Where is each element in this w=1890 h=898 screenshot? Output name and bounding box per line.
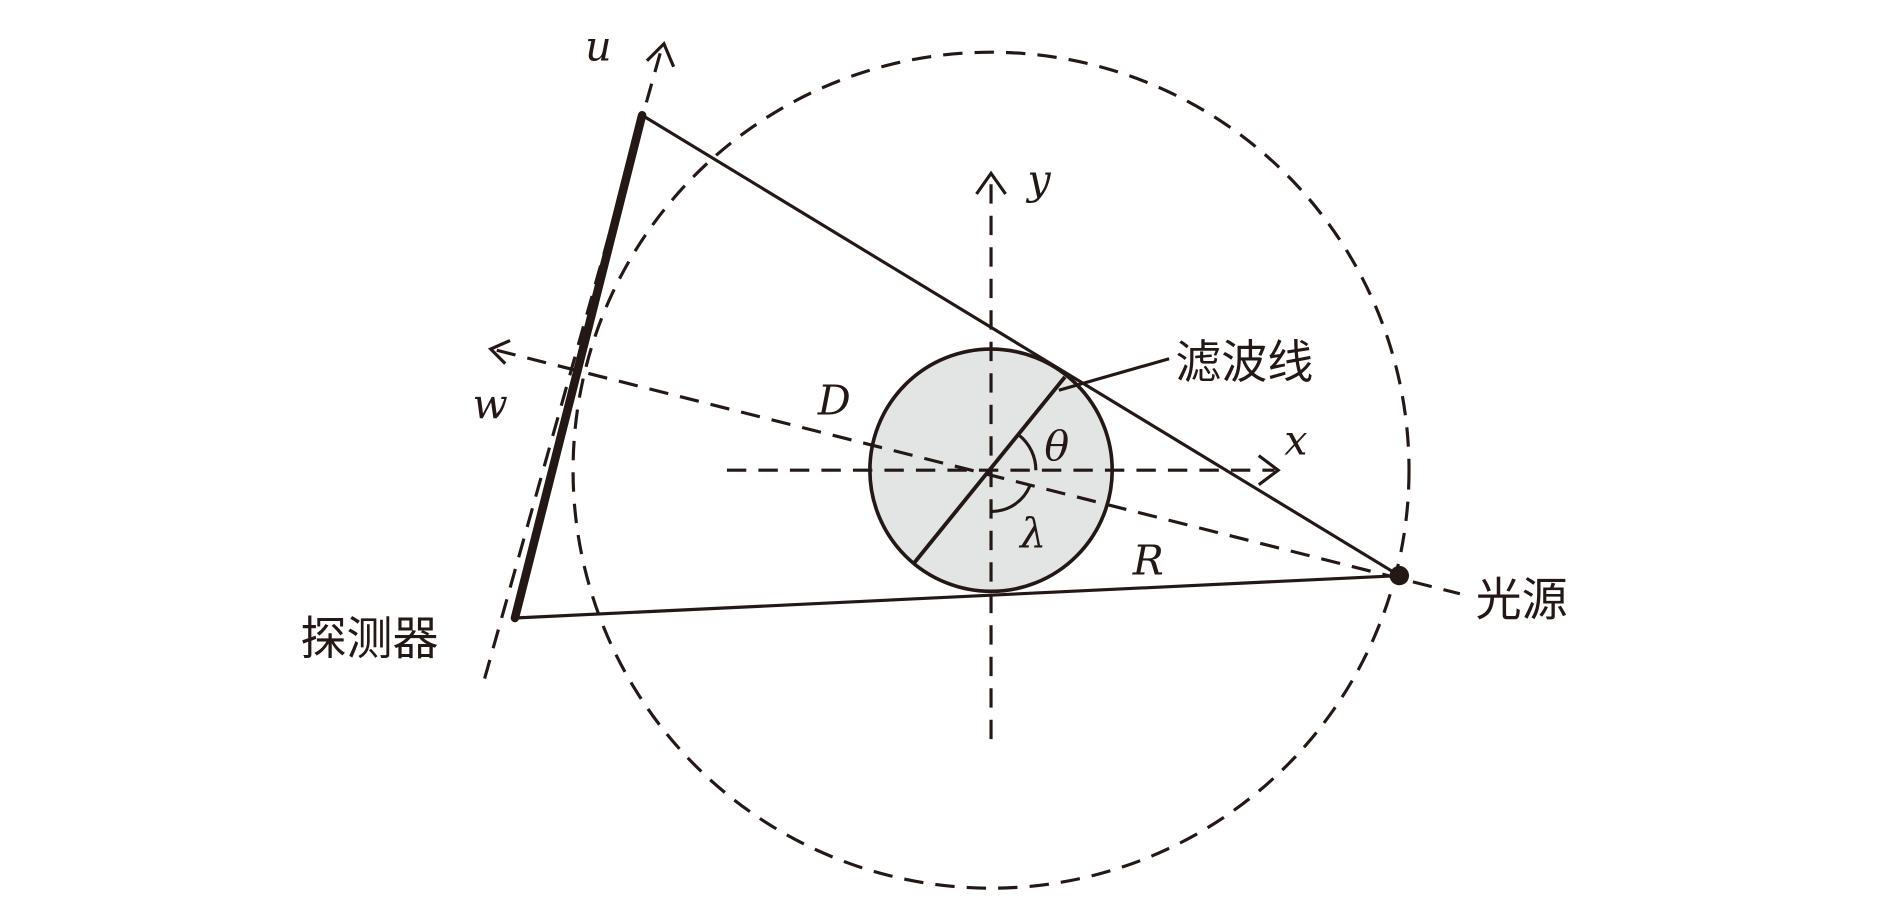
u-label: u	[585, 23, 612, 71]
ray-top	[641, 113, 1401, 577]
r-label: R	[1132, 536, 1164, 584]
x-label: x	[1284, 416, 1307, 464]
lambda-label: λ	[1018, 510, 1046, 558]
w-label: w	[473, 380, 508, 428]
d-label: D	[817, 376, 851, 424]
scan-circle	[571, 50, 1411, 890]
filter-line-label: 滤波线	[1175, 335, 1313, 389]
y-axis-arrow	[975, 170, 1007, 195]
light-source-label: 光源	[1476, 573, 1568, 627]
filter-leader	[1058, 357, 1170, 392]
detector-label: 探测器	[300, 611, 438, 665]
w-axis-arrow	[487, 339, 511, 365]
light-source-dot	[1389, 565, 1410, 586]
theta-label: θ	[1044, 423, 1069, 471]
theta-arc	[1017, 433, 1038, 471]
ray-bottom	[514, 574, 1400, 620]
w-axis	[496, 348, 1461, 596]
u-axis-arrow	[645, 40, 676, 68]
x-axis-arrow	[1257, 454, 1281, 487]
detector-bar	[510, 110, 647, 623]
y-label: y	[1025, 156, 1051, 204]
lambda-arc	[991, 485, 1032, 513]
filter-line	[913, 375, 1067, 564]
